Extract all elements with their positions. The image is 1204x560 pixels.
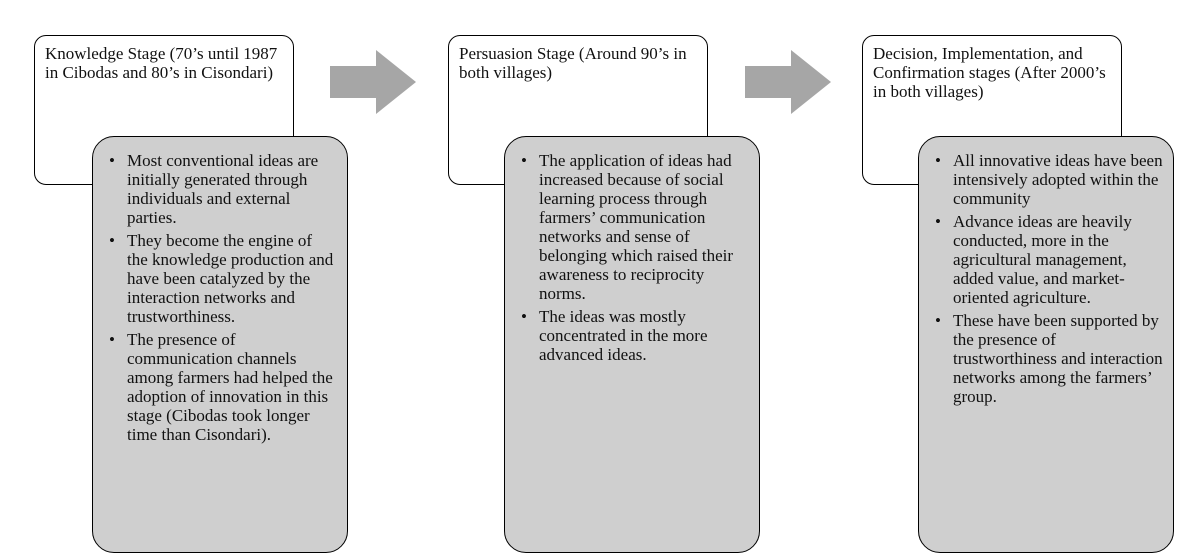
stage-1-point: Most conventional ideas are initially ge… [101,151,337,227]
stage-1-point: They become the engine of the knowledge … [101,231,337,326]
stage-3-detail-box: All innovative ideas have been intensive… [918,136,1174,553]
stage-1-detail-box: Most conventional ideas are initially ge… [92,136,348,553]
stage-3-point: Advance ideas are heavily conducted, mor… [927,212,1163,307]
stage-3-point: All innovative ideas have been intensive… [927,151,1163,208]
stage-2-points: The application of ideas had increased b… [513,151,749,364]
stage-2-title: Persuasion Stage (Around 90’s in both vi… [459,44,687,82]
stage-1-point: The presence of communication channels a… [101,330,337,444]
stage-2-point: The ideas was mostly concentrated in the… [513,307,749,364]
stage-2-detail-box: The application of ideas had increased b… [504,136,760,553]
stage-1-title: Knowledge Stage (70’s until 1987 in Cibo… [45,44,278,82]
stage-3-title: Decision, Implementation, and Confirmati… [873,44,1106,101]
stage-3-point: These have been supported by the presenc… [927,311,1163,406]
arrow-right-icon [745,50,831,114]
stage-1-points: Most conventional ideas are initially ge… [101,151,337,444]
stage-2-point: The application of ideas had increased b… [513,151,749,303]
arrow-right-icon [330,50,416,114]
stage-3-points: All innovative ideas have been intensive… [927,151,1163,406]
stage-2-title-box: Persuasion Stage (Around 90’s in both vi… [448,35,708,185]
